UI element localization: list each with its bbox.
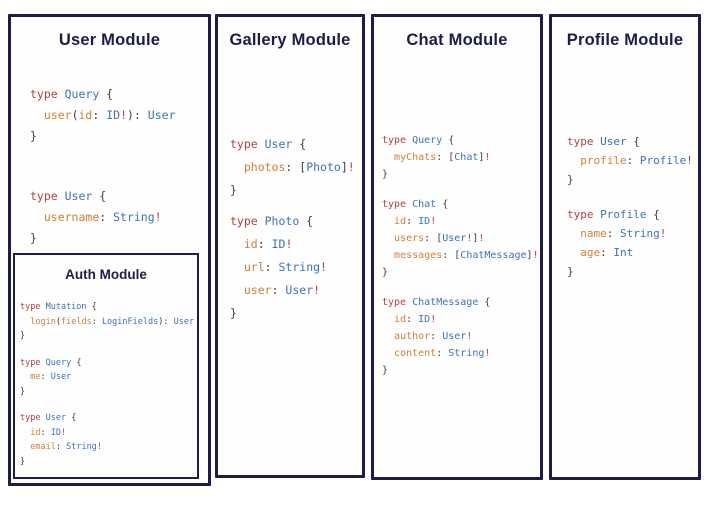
code-line: } (20, 386, 26, 397)
code-line: } (382, 267, 389, 278)
code-line: user: User! (243, 283, 321, 297)
code-line: id: ID! (243, 237, 293, 251)
code-line: user(id: ID!): User (43, 108, 176, 122)
code-block: type Mutation { login(fields: LoginField… (20, 300, 197, 344)
code-line: type Profile { (567, 208, 660, 221)
user-module-panel: User Module type Query { user(id: ID!): … (8, 14, 211, 486)
code-line: } (20, 331, 26, 341)
code-line: type Photo { (230, 214, 314, 228)
code-line: type Query { (30, 87, 114, 101)
code-block: type Chat { id: ID! users: [User!]! mess… (382, 196, 540, 281)
code-line: } (230, 183, 237, 197)
code-line: url: String! (243, 260, 327, 274)
code-line: login(fields: LoginFields): User (30, 316, 195, 327)
code-line: id: ID! (394, 216, 437, 227)
user-module-title: User Module (58, 31, 161, 49)
code-block: type Query { me: User} (20, 356, 197, 400)
code-line: content: String! (394, 348, 491, 359)
code-line: username: String! (43, 210, 162, 224)
code-block: type Query { user(id: ID!): User} (30, 84, 208, 147)
gallery-module-panel: Gallery Module type User { photos: [Phot… (215, 14, 365, 478)
code-line: } (382, 169, 389, 180)
code-line: type User { (20, 413, 77, 423)
code-line: } (20, 456, 26, 467)
code-line: type ChatMessage { (382, 297, 491, 308)
profile-module-title: Profile Module (566, 31, 684, 49)
code-line: age: Int (580, 246, 634, 259)
code-line: type Mutation { (20, 302, 97, 312)
code-block: type User { photos: [Photo]!} (230, 133, 362, 202)
code-line: type Chat { (382, 199, 449, 210)
auth-module-code: type Mutation { login(fields: LoginField… (15, 300, 197, 469)
code-line: name: String! (580, 227, 667, 240)
code-line: } (567, 173, 574, 186)
user-module-code: type Query { user(id: ID!): User}type Us… (11, 84, 208, 249)
code-line: type User { (30, 189, 107, 203)
gallery-module-title: Gallery Module (229, 31, 351, 49)
chat-module-panel: Chat Module type Query { myChats: [Chat]… (371, 14, 543, 480)
code-line: author: User! (394, 331, 473, 342)
auth-module-title: Auth Module (65, 267, 147, 282)
code-line: type User { (567, 135, 640, 148)
code-block: type User { username: String!} (30, 186, 208, 249)
code-line: email: String! (30, 442, 102, 452)
code-line: type Query { (20, 357, 82, 368)
chat-module-code: type Query { myChats: [Chat]!}type Chat … (374, 132, 540, 379)
code-line: me: User (30, 372, 72, 382)
code-line: myChats: [Chat]! (394, 152, 491, 163)
code-line: type Query { (382, 135, 455, 146)
code-block: type Profile { name: String! age: Int} (567, 205, 698, 281)
code-line: id: ID! (30, 427, 67, 438)
code-line: } (30, 129, 37, 143)
chat-module-title: Chat Module (406, 31, 508, 49)
code-line: } (30, 231, 37, 245)
code-line: photos: [Photo]! (243, 160, 355, 174)
code-line: messages: [ChatMessage]! (394, 250, 539, 261)
code-line: id: ID! (394, 314, 437, 325)
code-block: type ChatMessage { id: ID! author: User!… (382, 294, 540, 379)
profile-module-code: type User { profile: Profile!}type Profi… (552, 132, 698, 281)
code-line: type User { (230, 137, 307, 151)
code-line: profile: Profile! (580, 154, 693, 167)
profile-module-panel: Profile Module type User { profile: Prof… (549, 14, 701, 480)
code-line: } (567, 265, 574, 278)
gallery-module-code: type User { photos: [Photo]!}type Photo … (218, 133, 362, 325)
code-line: } (230, 306, 237, 320)
code-line: } (382, 365, 389, 376)
auth-module-panel: Auth Module type Mutation { login(fields… (13, 253, 199, 479)
code-block: type User { id: ID! email: String!} (20, 411, 197, 469)
code-block: type User { profile: Profile!} (567, 132, 698, 189)
code-block: type Photo { id: ID! url: String! user: … (230, 210, 362, 325)
code-block: type Query { myChats: [Chat]!} (382, 132, 540, 183)
code-line: users: [User!]! (394, 233, 485, 244)
